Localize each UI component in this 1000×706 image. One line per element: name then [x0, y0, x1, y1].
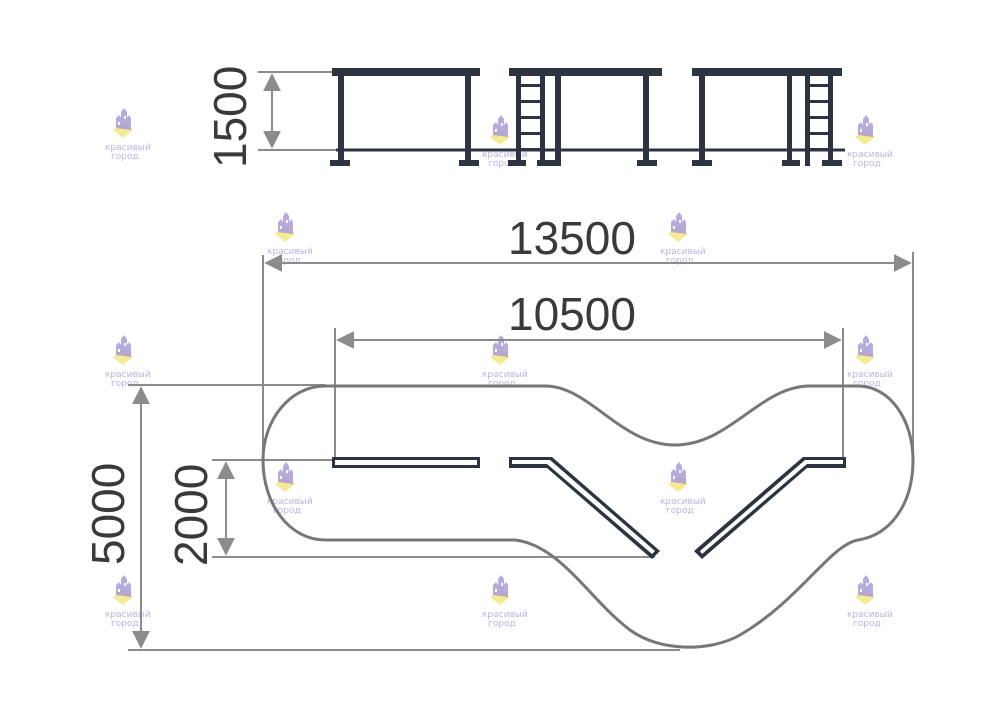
watermark-text-1: красивый [482, 610, 528, 620]
watermark-logo: красивый город [482, 575, 528, 629]
beam-plan-3 [694, 457, 846, 559]
total-width-label: 5000 [82, 463, 134, 565]
plan-view: 13500 10500 5000 2000 [82, 212, 915, 651]
safety-zone-outline [261, 384, 915, 649]
watermark-logo: красивый город [105, 108, 151, 162]
watermark-logo: красивый город [105, 335, 151, 389]
watermark-text-2: город [853, 379, 881, 389]
watermark-text-2: город [853, 619, 881, 629]
watermark-text-2: город [273, 256, 301, 266]
watermark-text-2: город [666, 506, 694, 516]
bench-frame-1 [330, 68, 480, 166]
ladder-frame-2 [508, 68, 662, 166]
watermark-text-2: город [111, 379, 139, 389]
watermark-logo: красивый город [267, 212, 313, 266]
ladder-frame-3 [692, 68, 842, 166]
height-dimension-label: 1500 [204, 66, 256, 168]
watermark-text-1: красивый [482, 150, 528, 160]
watermark-logo: красивый город [847, 115, 893, 169]
beam-plan-2 [509, 457, 660, 559]
watermark-text-2: город [488, 379, 516, 389]
beam-plan-1 [332, 457, 480, 468]
watermark-logo: красивый город [267, 462, 313, 516]
watermark-logo: красивый город [660, 212, 706, 266]
watermark-text-1: красивый [847, 610, 893, 620]
watermark-text-1: красивый [105, 143, 151, 153]
watermark-text-2: город [488, 159, 516, 169]
watermark-text-1: красивый [105, 610, 151, 620]
watermark-logo: красивый город [847, 335, 893, 389]
watermark-logo: красивый город [482, 335, 528, 389]
watermark-text-1: красивый [267, 497, 313, 507]
inner-length-label: 10500 [508, 288, 636, 340]
watermark-text-2: город [853, 159, 881, 169]
watermark-text-1: красивый [660, 497, 706, 507]
watermark-text-2: город [111, 619, 139, 629]
watermark-logo: красивый город [482, 115, 528, 169]
watermarks: красивый город красивый город красивый г… [105, 108, 893, 629]
watermark-text-2: город [488, 619, 516, 629]
watermark-text-1: красивый [105, 370, 151, 380]
inner-width-label: 2000 [165, 464, 217, 566]
watermark-text-1: красивый [482, 370, 528, 380]
watermark-logo: красивый город [660, 462, 706, 516]
side-elevation-view: 1500 [204, 66, 845, 168]
watermark-text-1: красивый [267, 247, 313, 257]
watermark-text-1: красивый [660, 247, 706, 257]
total-length-label: 13500 [508, 212, 636, 264]
watermark-text-2: город [273, 506, 301, 516]
watermark-text-2: город [111, 152, 139, 162]
watermark-logo: красивый город [847, 575, 893, 629]
watermark-logo: красивый город [105, 575, 151, 629]
watermark-text-1: красивый [847, 370, 893, 380]
watermark-text-1: красивый [847, 150, 893, 160]
watermark-text-2: город [666, 256, 694, 266]
